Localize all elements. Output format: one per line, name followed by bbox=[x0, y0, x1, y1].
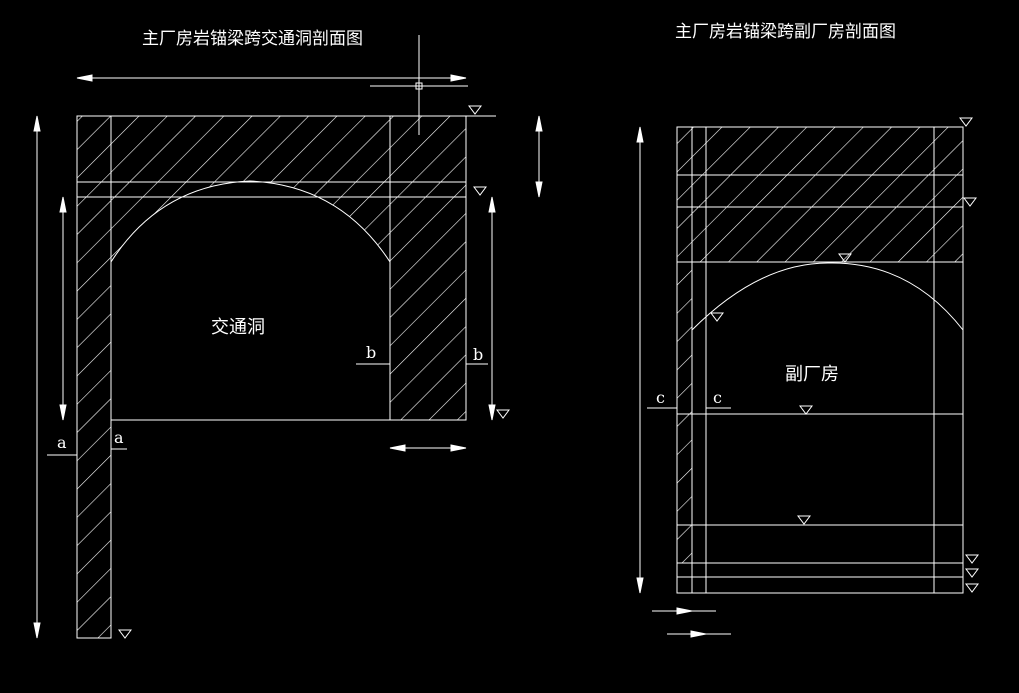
left-rock-right-column bbox=[389, 181, 467, 421]
right-cavern-void bbox=[692, 262, 963, 593]
left-dimension-lines bbox=[33, 74, 543, 639]
left-rock-haunch-right bbox=[265, 182, 390, 262]
right-dimension-lines bbox=[636, 126, 731, 638]
left-section-mark-lines bbox=[47, 363, 488, 456]
section-mark-a-outer: a bbox=[57, 433, 67, 452]
right-rock-left-column bbox=[677, 262, 692, 563]
left-rock-top bbox=[76, 115, 467, 183]
section-mark-a-inner: a bbox=[114, 428, 124, 447]
section-mark-b-inner: b bbox=[366, 343, 376, 362]
section-mark-c-outer: c bbox=[656, 388, 665, 407]
left-room-label: 交通洞 bbox=[211, 317, 265, 338]
left-tunnel-void bbox=[110, 180, 391, 421]
left-section-drawing: a a b b 主厂房岩锚梁跨交通洞剖面图 交通洞 bbox=[33, 29, 543, 639]
section-mark-c-inner: c bbox=[713, 388, 722, 407]
section-mark-b-outer: b bbox=[473, 345, 483, 364]
left-rock-left-column bbox=[76, 181, 112, 639]
right-rock-top bbox=[676, 126, 964, 263]
right-elevation-markers bbox=[710, 117, 979, 593]
left-rock-haunch-left bbox=[111, 182, 235, 262]
left-drawing-title: 主厂房岩锚梁跨交通洞剖面图 bbox=[142, 29, 363, 49]
right-section-drawing: c c 主厂房岩锚梁跨副厂房剖面图 副厂房 bbox=[636, 22, 979, 638]
cursor-crosshair-icon bbox=[370, 35, 468, 135]
right-drawing-title: 主厂房岩锚梁跨副厂房剖面图 bbox=[675, 22, 896, 42]
left-elevation-markers bbox=[118, 105, 510, 639]
right-room-label: 副厂房 bbox=[785, 364, 839, 385]
